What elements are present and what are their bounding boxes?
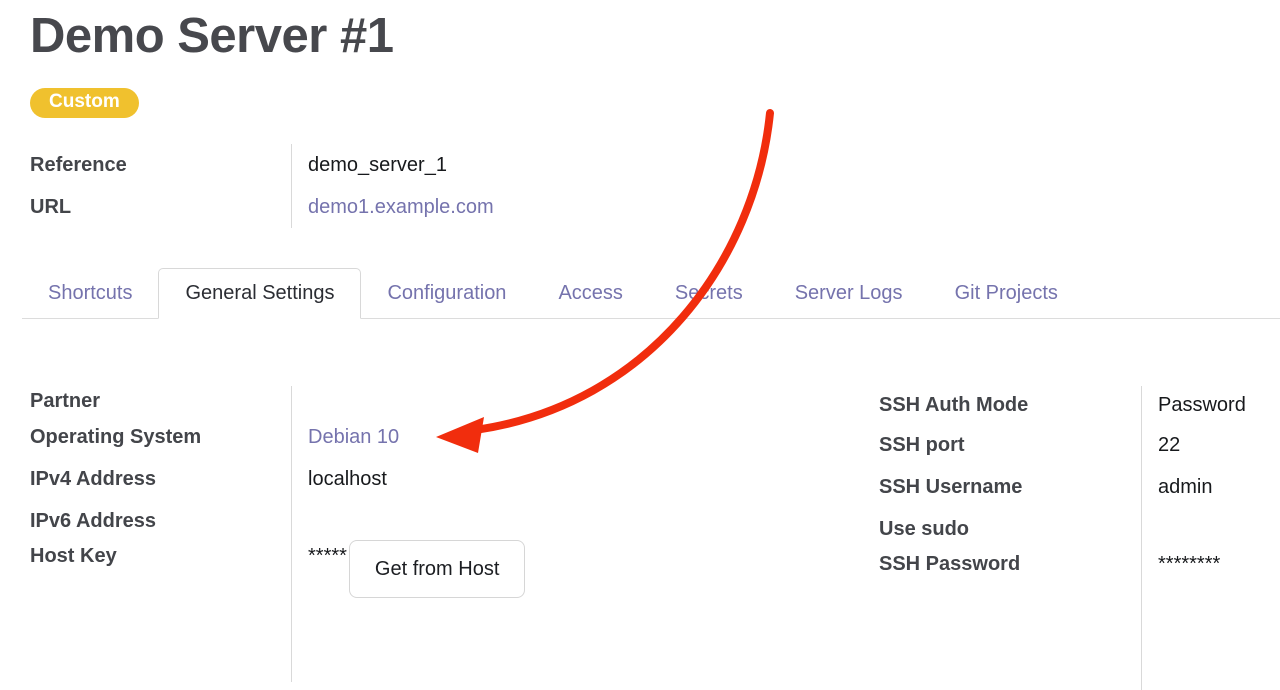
tab-access[interactable]: Access: [558, 281, 623, 304]
field-value-ssh-password: ********: [1141, 550, 1280, 690]
tab-secrets[interactable]: Secrets: [674, 281, 743, 304]
field-label-ssh-username: SSH Username: [879, 475, 1023, 498]
url-link[interactable]: demo1.example.com: [308, 195, 494, 218]
tab-bar: Shortcuts General Settings Configuration…: [22, 268, 1280, 319]
field-value-operating-system: Debian 10: [291, 416, 851, 458]
field-label-host-key: Host Key: [30, 542, 291, 682]
field-label-use-sudo: Use sudo: [879, 517, 970, 540]
tab-configuration[interactable]: Configuration: [387, 281, 507, 304]
field-label-ipv4-address: IPv4 Address: [30, 467, 156, 490]
field-value-ssh-auth-mode: Password: [1141, 386, 1280, 424]
operating-system-link[interactable]: Debian 10: [308, 425, 400, 448]
field-label-reference: Reference: [30, 153, 127, 176]
field-value-ssh-username: admin: [1141, 466, 1280, 508]
field-label-ssh-auth-mode: SSH Auth Mode: [879, 393, 1029, 416]
field-value-ipv4-address: localhost: [291, 458, 851, 500]
host-key-masked-value: *****: [308, 545, 347, 567]
field-label-ipv6-address: IPv6 Address: [30, 509, 156, 532]
general-settings-left-column: Partner Operating System Debian 10 IPv4 …: [30, 386, 851, 682]
tab-shortcuts[interactable]: Shortcuts: [48, 281, 133, 304]
ssh-password-label-text: SSH Password: [879, 553, 1021, 575]
field-label-ssh-port: SSH port: [879, 433, 965, 456]
tab-general-settings[interactable]: General Settings: [158, 268, 362, 319]
field-value-partner: [291, 386, 851, 416]
tab-git-projects[interactable]: Git Projects: [954, 281, 1058, 304]
field-label-operating-system: Operating System: [30, 425, 202, 448]
field-value-ssh-port: 22: [1141, 424, 1280, 466]
field-value-use-sudo: [1141, 508, 1280, 550]
general-settings-right-column: SSH Auth Mode Password SSH port 22 SSH U…: [879, 386, 1280, 690]
field-label-partner: Partner: [30, 389, 101, 412]
status-badge: Custom: [30, 88, 139, 118]
page-title: Demo Server #1: [30, 9, 394, 63]
record-info-section: Reference demo_server_1 URL demo1.exampl…: [30, 144, 711, 228]
field-value-url: demo1.example.com: [291, 186, 711, 228]
ssh-password-masked-value: ********: [1158, 553, 1221, 575]
field-value-ipv6-address: [291, 500, 851, 542]
tab-server-logs[interactable]: Server Logs: [794, 281, 903, 304]
host-key-label-text: Host Key: [30, 545, 117, 567]
field-label-ssh-password: SSH Password: [879, 550, 1141, 690]
field-label-url: URL: [30, 195, 72, 218]
get-from-host-button[interactable]: Get from Host: [348, 540, 526, 598]
field-value-reference: demo_server_1: [291, 144, 711, 186]
field-value-host-key: ***** Get from Host: [291, 540, 851, 682]
